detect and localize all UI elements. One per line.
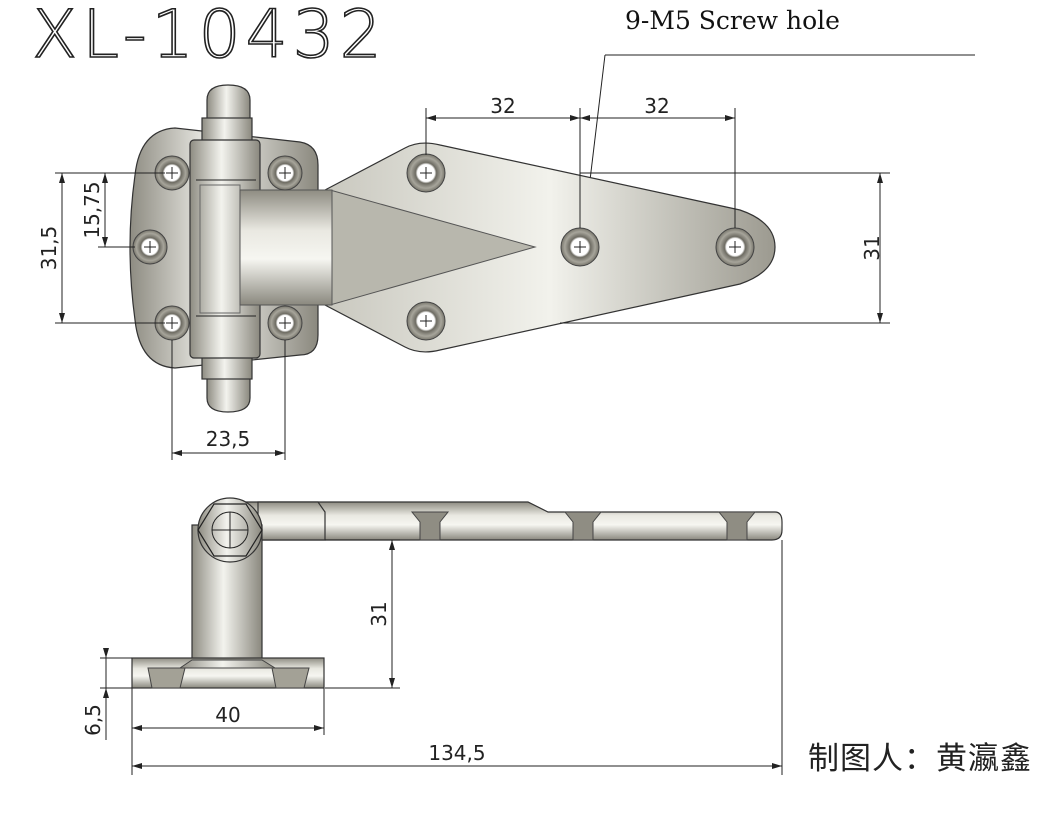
dim-spacing-left: 32 [490, 94, 515, 118]
base-countersink-right [271, 667, 310, 689]
countersink [717, 511, 757, 541]
pin-bottom-cap [206, 377, 251, 413]
dim-overall-length: 134,5 [428, 741, 485, 765]
pin-top-nut [201, 117, 253, 143]
dim-knuckle-width: 23,5 [206, 427, 251, 451]
drafter-label: 制图人：黄瀛鑫 [808, 741, 1032, 777]
base-countersink-left [147, 667, 186, 689]
pin-top-cap [206, 84, 251, 121]
dim-spacing-right: 32 [644, 94, 669, 118]
hinge-leaf-plate [324, 142, 776, 353]
side-leaf-step [257, 501, 326, 541]
dim-side-height: 31 [367, 601, 391, 626]
dim-base-thickness: 6,5 [81, 704, 105, 736]
leaf-root [239, 189, 333, 306]
dim-leaf-height: 31 [860, 235, 884, 260]
side-view-dimensions: 31 6,5 40 134,5 [81, 539, 783, 775]
screw-hole-callout: 9-M5 Screw hole [625, 6, 840, 35]
dim-base-width: 40 [215, 703, 240, 727]
hinge-side-view [131, 497, 783, 689]
part-number-title: XL-10432 [31, 0, 387, 73]
dim-height-total: 31,5 [37, 226, 61, 271]
pin-bottom-nut [201, 354, 253, 380]
countersink [563, 511, 603, 541]
dim-height-half: 15,75 [80, 181, 104, 238]
base-fillet [178, 659, 277, 669]
countersink [410, 511, 450, 541]
side-leaf [229, 501, 783, 541]
center-marks [144, 167, 741, 329]
hinge-top-view [129, 84, 776, 413]
top-view-dimensions: 32 32 31,5 15,75 31 23,5 [37, 94, 890, 460]
